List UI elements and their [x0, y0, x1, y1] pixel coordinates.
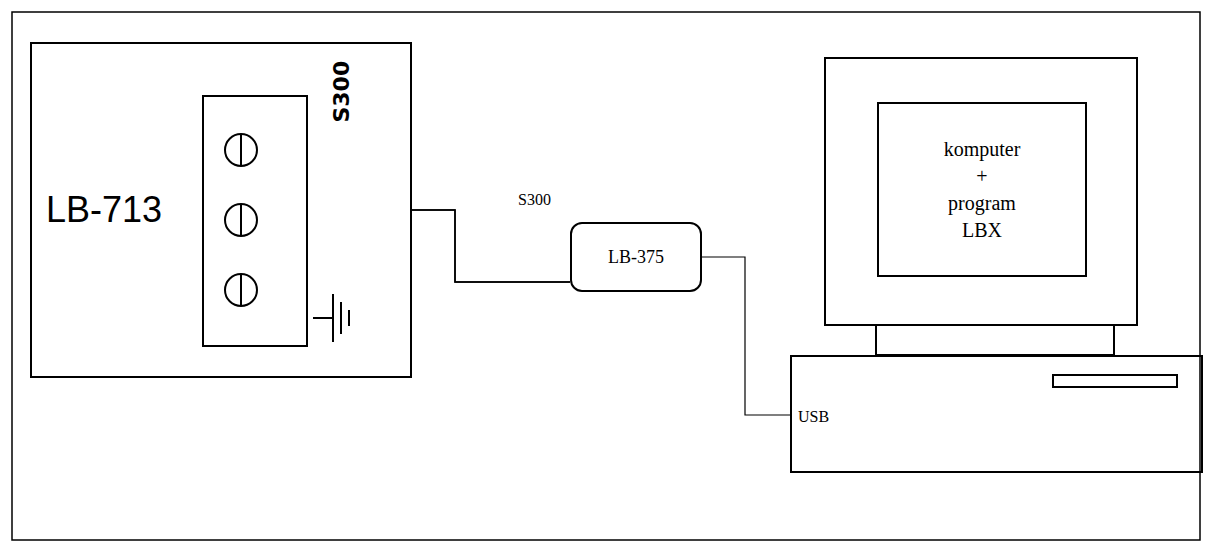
converter-name: LB-375 [608, 247, 664, 268]
terminal-block [203, 96, 307, 346]
computer-unit: USB [790, 355, 1203, 473]
drive-slot [1053, 375, 1177, 387]
wire-label: S300 [517, 192, 552, 208]
wire [702, 257, 790, 415]
ground-symbol [313, 294, 349, 342]
converter-box: LB-375 [570, 222, 702, 292]
wire [412, 210, 570, 282]
monitor-stand [876, 325, 1114, 355]
frame [12, 12, 1200, 540]
screen-box: komputer + program LBX [877, 102, 1087, 277]
device-name: LB-713 [46, 189, 162, 230]
bus-label: S300 [329, 61, 354, 123]
wire [412, 210, 570, 282]
monitor-housing [825, 58, 1137, 325]
computer-drawing [825, 58, 1177, 387]
screen-text: komputer + program LBX [944, 136, 1021, 244]
port-label: USB [798, 408, 829, 426]
device-box: LB-713 S300 [30, 42, 412, 378]
